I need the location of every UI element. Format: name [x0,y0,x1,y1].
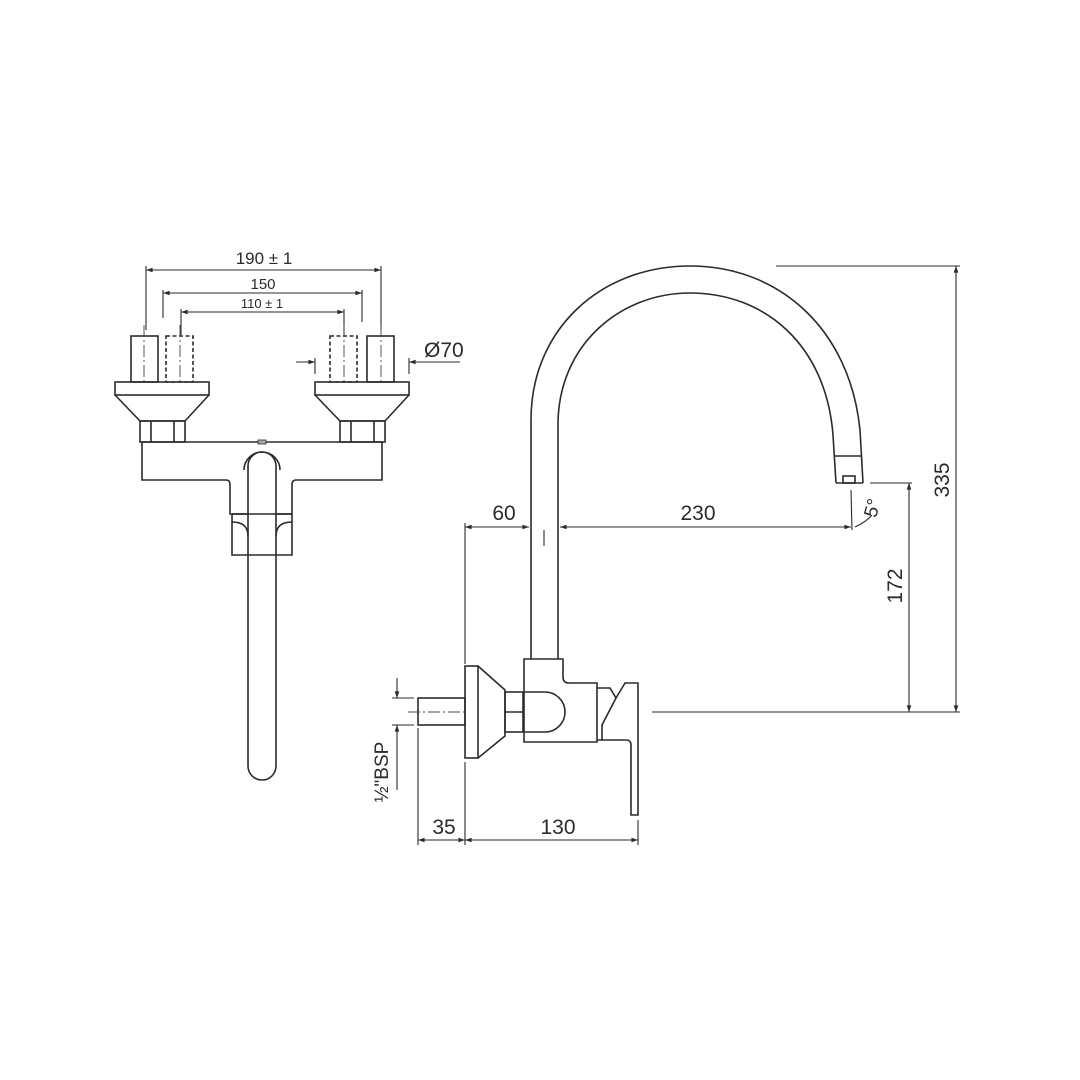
dimension-bsp: ½"BSP [372,678,414,802]
dim-label-35: 35 [432,816,455,839]
right-handle-dashed [329,335,358,383]
dimension-110: 110 ± 1 [180,296,345,335]
dim-label-172: 172 [884,568,907,603]
dim-label-60: 60 [492,502,515,525]
dim-label-335: 335 [931,462,954,497]
gooseneck-spout [530,265,864,659]
dimension-35-130: 35 130 [417,728,639,845]
right-flange [314,381,410,396]
dim-label-110: 110 ± 1 [241,296,283,311]
right-handle-solid [366,335,395,383]
dim-label-190: 190 ± 1 [236,249,293,268]
dimension-angle-5: 5° [854,497,886,528]
left-nut [139,420,186,443]
right-nut [339,420,386,443]
mixer-body-side [523,658,639,816]
front-view: 190 ± 1 150 110 ± 1 Ø70 [114,249,464,781]
dim-label-230: 230 [680,502,715,525]
inlet-pipe [417,697,466,726]
side-view: 60 230 5° 172 335 35 130 [372,265,960,845]
mixer-body-front [141,441,383,556]
dimension-190: 190 ± 1 [145,249,382,330]
right-valve [314,325,410,443]
left-valve [114,325,210,443]
dim-label-130: 130 [540,816,575,839]
left-handle-dashed [165,335,194,383]
wall-flange [464,665,479,759]
dim-label-diameter: Ø70 [424,339,464,362]
dimension-heights: 172 335 [652,265,960,713]
dimension-diameter-70: Ø70 [296,339,464,374]
dim-label-150: 150 [250,276,275,293]
aerator [842,475,856,484]
dim-label-bsp: ½"BSP [372,742,393,803]
wall-connection [408,665,524,759]
dimension-150: 150 [162,276,363,322]
left-handle-solid [130,335,159,383]
spout-front [243,439,281,781]
dim-label-angle: 5° [861,497,886,520]
left-flange [114,381,210,396]
dimension-60-230: 60 230 [464,489,853,664]
